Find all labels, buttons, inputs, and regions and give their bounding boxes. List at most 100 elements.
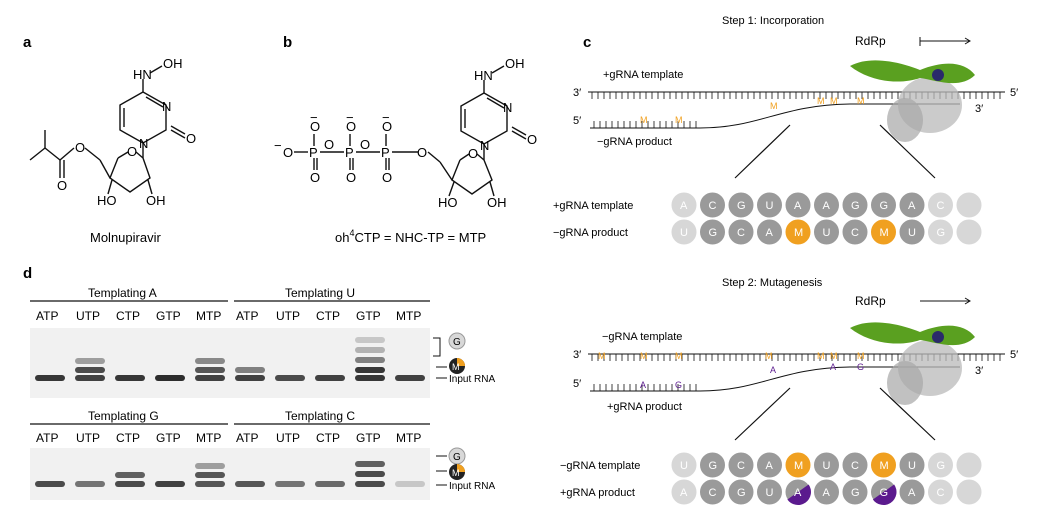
nucleotide-letter: M <box>794 460 803 472</box>
nucleotide-bead-top <box>756 191 783 219</box>
atom-b-o-top1: O <box>382 119 392 134</box>
lane-label: CTP <box>316 309 340 323</box>
molnupiravir-structure <box>29 65 186 195</box>
step2-m4: M <box>765 351 773 361</box>
gel-band <box>195 358 225 364</box>
nucleotide-letter: C <box>937 487 945 499</box>
legend-top-input-text: Input RNA <box>449 374 495 385</box>
nucleotide-letter: M <box>880 460 889 472</box>
nucleotide-letter: A <box>908 200 916 212</box>
nucleotide-letter: G <box>937 460 946 472</box>
step1-rdrp-protein <box>850 60 975 142</box>
legend-bottom-g-text: G <box>453 452 461 463</box>
nucleotide-letter: C <box>851 227 859 239</box>
gel-band <box>315 481 345 487</box>
step2-product-label: +gRNA product <box>607 401 682 413</box>
atom-b-o-bottom2: O <box>346 170 356 185</box>
gel-band <box>115 481 145 487</box>
legend-bottom-input-text: Input RNA <box>449 481 495 492</box>
step2-g2: G <box>857 362 864 372</box>
nucleotide-letter: A <box>823 200 831 212</box>
step2-strand-marks: M M M M M M M A G A A G <box>598 351 865 390</box>
step2-m7: M <box>857 351 865 361</box>
step1-product-label: −gRNA product <box>597 136 672 148</box>
nucleotide-bead-bottom <box>784 218 812 246</box>
gel-band <box>355 337 385 343</box>
panel-label-a: a <box>23 34 32 51</box>
step2-zoom-top-label: −gRNA template <box>560 460 640 472</box>
atom-n3: N <box>162 99 171 114</box>
step1-template-label: +gRNA template <box>603 69 683 81</box>
nucleotide-letter: A <box>680 487 688 499</box>
nucleotide-bead-bottom <box>756 478 783 506</box>
lane-label: CTP <box>116 431 140 445</box>
gel-band <box>75 375 105 381</box>
step1-end3-bottom: 3′ <box>975 103 983 115</box>
nucleotide-letter: G <box>709 227 718 239</box>
nucleotide-bead-bottom <box>870 218 897 246</box>
nucleotide-bead-top <box>784 451 812 479</box>
caption-b-rest: CTP = NHC-TP = MTP <box>354 230 486 245</box>
atom-b-o-bottom3: O <box>310 170 320 185</box>
nucleotide-letter: G <box>737 487 746 499</box>
lane-label: GTP <box>156 431 181 445</box>
nucleotide-letter: A <box>794 200 802 212</box>
nucleotide-bead-top <box>898 191 926 219</box>
step2-enzyme: RdRp <box>855 294 886 308</box>
nucleotide-letter: A <box>794 487 802 499</box>
lane-label: ATP <box>236 309 258 323</box>
gel-band <box>235 375 265 381</box>
nucleotide-letter: C <box>937 200 945 212</box>
gel-band <box>355 375 385 381</box>
gel-band <box>155 375 185 381</box>
nucleotide-letter: U <box>908 227 916 239</box>
gel-band <box>355 357 385 363</box>
nucleotide-letter: G <box>880 487 889 499</box>
nucleotide-letter: A <box>766 227 774 239</box>
nucleotide-bead-bottom <box>927 218 954 246</box>
gel-band <box>395 481 425 487</box>
nucleotide-letter: U <box>680 227 688 239</box>
nucleotide-letter: U <box>823 227 831 239</box>
nucleotide-letter: C <box>709 487 717 499</box>
step1-end5-top: 5′ <box>1010 87 1018 99</box>
atom-hn: HN <box>133 67 152 82</box>
nucleotide-letter: G <box>709 460 718 472</box>
atom-b-o-bottom1: O <box>382 170 392 185</box>
nucleotide-bead-top <box>670 451 698 479</box>
nucleotide-letter: G <box>737 200 746 212</box>
step2-title: Step 2: Mutagenesis <box>722 277 823 289</box>
nucleotide-bead-bottom <box>756 218 783 246</box>
atom-b-p1: P <box>381 145 390 160</box>
panel-c: c Step 1: Incorporation RdRp +gRNA templ… <box>553 15 1018 506</box>
nucleotide-bead-top <box>670 191 698 219</box>
step2-a1: A <box>640 380 646 390</box>
atom-ho: HO <box>97 193 117 208</box>
nucleotide-bead-top <box>699 451 726 479</box>
gel-band <box>195 481 225 487</box>
nucleotide-letter: C <box>851 460 859 472</box>
step2-zoom-line-right <box>879 387 936 441</box>
atom-b-oh-top: OH <box>505 56 525 71</box>
nucleotide-letter: U <box>766 200 774 212</box>
atom-b-minus-terminal: − <box>274 138 282 153</box>
step2-m3: M <box>675 351 683 361</box>
atom-b-n1: N <box>480 138 489 153</box>
atom-o-ester2: O <box>57 178 67 193</box>
gel-band <box>355 461 385 467</box>
panel-b-caption: oh4CTP = NHC-TP = MTP <box>335 228 486 245</box>
caption-b-prefix: oh <box>335 230 349 245</box>
lane-label: UTP <box>276 431 300 445</box>
gel-band <box>155 481 185 487</box>
nucleotide-bead-bottom <box>813 478 840 506</box>
gel-band <box>275 375 305 381</box>
lane-label: MTP <box>196 431 221 445</box>
nucleotide-bead-top <box>898 451 926 479</box>
gel-band <box>235 367 265 373</box>
step2-m2: M <box>640 351 648 361</box>
nucleotide-bead-top <box>813 191 840 219</box>
nucleotide-letter: C <box>709 200 717 212</box>
